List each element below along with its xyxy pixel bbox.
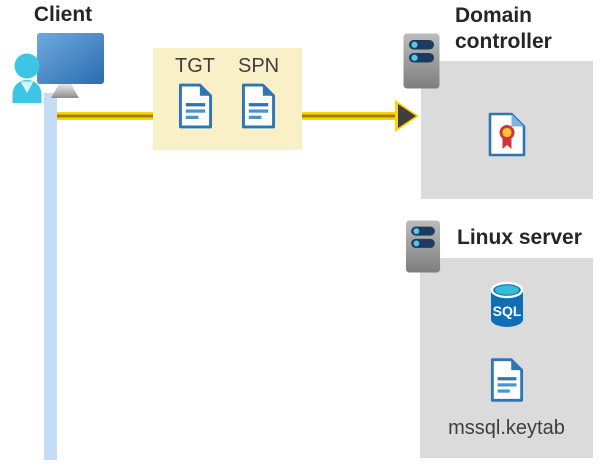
domain-controller-server-icon bbox=[403, 33, 440, 89]
tgt-document-icon bbox=[178, 83, 212, 129]
ticket-box: TGT SPN bbox=[153, 48, 302, 150]
tgt-label: TGT bbox=[175, 55, 215, 77]
spn-ticket: SPN bbox=[238, 48, 279, 150]
spn-label: SPN bbox=[238, 55, 280, 77]
keytab-filename: mssql.keytab bbox=[448, 417, 565, 439]
monitor-icon bbox=[37, 33, 104, 98]
client-label: Client bbox=[33, 3, 93, 26]
user-icon bbox=[12, 53, 42, 103]
domain-controller-title: Domain controller bbox=[455, 4, 552, 53]
auth-arrow-head-icon bbox=[398, 104, 416, 128]
sql-database-icon: SQL bbox=[490, 281, 523, 327]
sql-database-label: SQL bbox=[492, 303, 521, 319]
tgt-ticket: TGT bbox=[175, 48, 215, 150]
domain-controller-box bbox=[421, 61, 593, 199]
client-computer-icon bbox=[12, 33, 104, 103]
linux-server-box: SQL mssql.keytab bbox=[420, 258, 593, 458]
linux-server-title: Linux server bbox=[457, 226, 582, 249]
client-connection-line bbox=[44, 93, 57, 460]
keytab-document-icon bbox=[490, 358, 523, 402]
spn-document-icon bbox=[242, 83, 276, 129]
linux-server-icon bbox=[405, 220, 441, 273]
certificate-icon bbox=[488, 112, 526, 157]
